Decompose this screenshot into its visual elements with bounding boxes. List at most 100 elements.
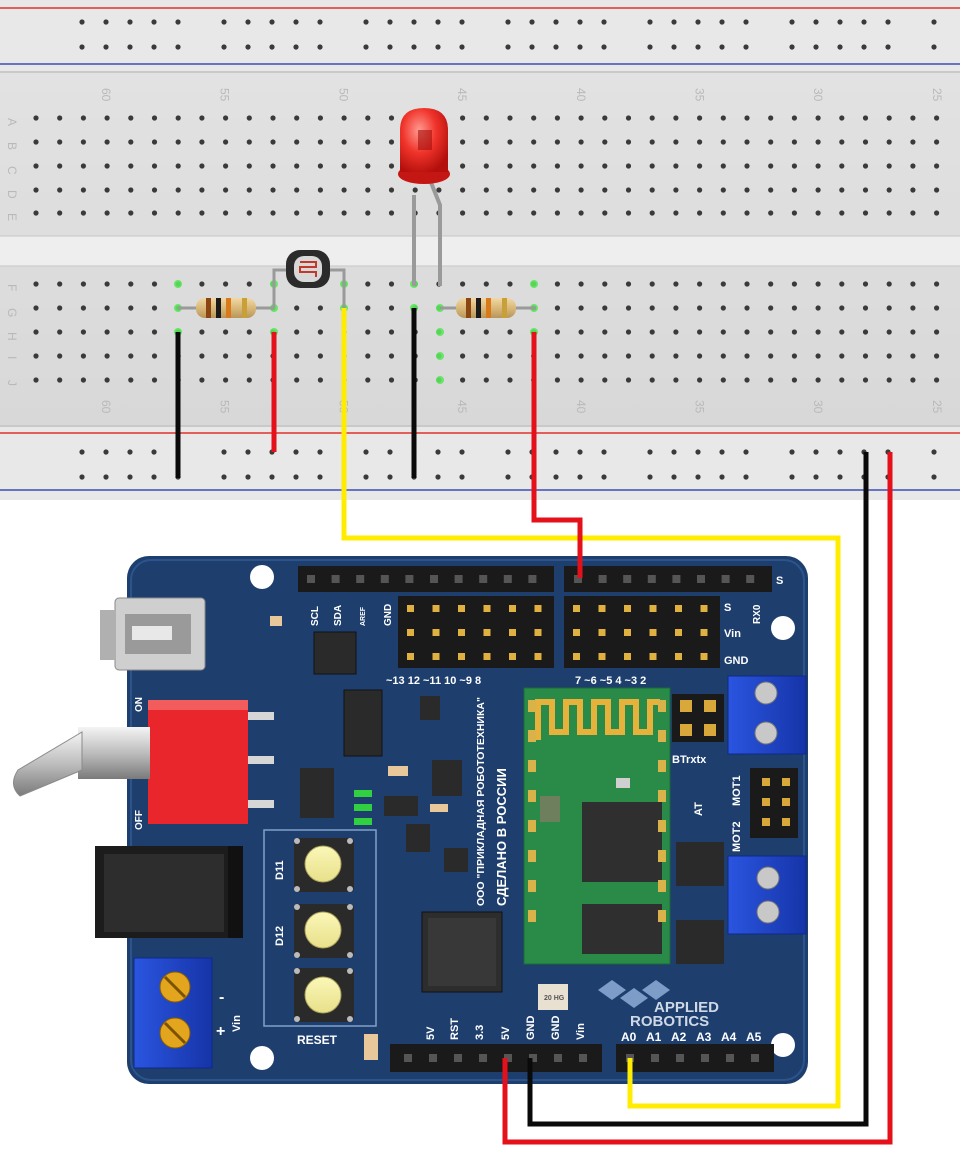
d12-button[interactable] xyxy=(294,904,354,958)
breadboard-hole xyxy=(649,305,655,311)
breadboard-hole xyxy=(673,187,679,193)
breadboard-hole xyxy=(697,210,703,216)
rail-hole xyxy=(505,19,511,25)
breadboard-hole xyxy=(507,210,513,216)
breadboard-hole xyxy=(720,187,726,193)
rail-hole xyxy=(151,44,157,50)
breadboard-hole xyxy=(199,163,205,169)
header-pin xyxy=(405,575,414,583)
breadboard-hole xyxy=(199,353,205,359)
header-pin xyxy=(574,575,582,583)
breadboard-hole xyxy=(839,163,845,169)
analog-pin-label: A5 xyxy=(746,1030,762,1044)
breadboard-hole xyxy=(199,139,205,145)
breadboard-hole xyxy=(246,163,252,169)
rail-hole xyxy=(553,19,559,25)
breadboard-hole xyxy=(128,353,134,359)
breadboard-hole xyxy=(578,305,584,311)
rail-hole xyxy=(103,44,109,50)
header-pin xyxy=(483,653,491,660)
rail-hole xyxy=(363,474,369,480)
breadboard-hole xyxy=(625,377,632,383)
header-pin xyxy=(331,575,340,583)
rail-hole xyxy=(695,449,701,455)
reset-button[interactable] xyxy=(294,968,354,1022)
breadboard-hole xyxy=(862,139,869,145)
breadboard-hole xyxy=(507,187,513,193)
rail-hole xyxy=(245,19,251,25)
breadboard-hole xyxy=(625,281,632,287)
breadboard-hole xyxy=(199,187,205,193)
breadboard-hole xyxy=(33,329,39,335)
breadboard-hole xyxy=(33,187,39,193)
aref-label: AREF xyxy=(360,606,367,626)
breadboard-hole xyxy=(791,139,798,145)
header-pin xyxy=(528,575,537,583)
row-label: J xyxy=(5,380,19,386)
breadboard-hole xyxy=(33,210,39,216)
breadboard-hole xyxy=(104,305,110,311)
breadboard-hole xyxy=(625,353,632,359)
breadboard-hole xyxy=(768,305,774,311)
header-pin xyxy=(598,575,607,583)
d11-button[interactable] xyxy=(294,838,354,892)
rail-hole xyxy=(743,449,749,455)
rx0-label: RX0 xyxy=(752,604,763,624)
power-switch[interactable] xyxy=(13,700,274,824)
rail-hole xyxy=(601,474,607,480)
header-pin xyxy=(651,1054,659,1062)
breadboard-hole xyxy=(578,353,584,359)
breadboard-hole xyxy=(294,305,300,311)
breadboard-hole xyxy=(839,377,845,383)
breadboard-hole xyxy=(317,305,323,311)
row-label: C xyxy=(5,166,19,175)
row-label: F xyxy=(5,284,19,291)
mot2-label: MOT2 xyxy=(731,821,743,852)
breadboard-hole xyxy=(507,377,513,383)
breadboard-hole xyxy=(80,281,86,287)
breadboard-hole xyxy=(246,139,252,145)
breadboard-hole xyxy=(578,329,584,335)
rail-hole xyxy=(435,44,441,50)
column-label: 25 xyxy=(930,400,944,414)
breadboard-hole xyxy=(602,305,608,311)
breadboard-hole xyxy=(768,329,774,335)
breadboard-hole xyxy=(673,281,679,287)
rail-hole xyxy=(363,449,369,455)
breadboard-hole xyxy=(151,353,158,359)
analog-pin-label: A2 xyxy=(671,1030,687,1044)
breadboard-hole xyxy=(483,353,489,359)
breadboard-hole xyxy=(934,139,940,145)
breadboard-hole xyxy=(697,163,703,169)
rail-hole xyxy=(529,19,535,25)
pad xyxy=(528,850,536,862)
row-label: E xyxy=(5,213,19,221)
breadboard-hole xyxy=(768,163,774,169)
breadboard-hole xyxy=(815,187,821,193)
breadboard-hole xyxy=(673,353,679,359)
controller-board: ON OFF - + Vin xyxy=(13,556,808,1084)
breadboard-hole xyxy=(791,281,798,287)
breadboard-hole xyxy=(151,305,158,311)
bottom-power-rail xyxy=(0,426,960,500)
row-label: I xyxy=(5,356,19,359)
rail-hole xyxy=(79,449,85,455)
breadboard-hole xyxy=(815,305,821,311)
breadboard-hole xyxy=(151,281,158,287)
breadboard-hole xyxy=(57,210,63,216)
rail-hole xyxy=(813,474,819,480)
breadboard-hole xyxy=(862,281,869,287)
led-red[interactable] xyxy=(398,108,450,286)
wire-red-5v-board xyxy=(502,452,893,1145)
breadboard-hole xyxy=(602,139,608,145)
breadboard-hole xyxy=(578,187,584,193)
breadboard-hole xyxy=(697,139,703,145)
breadboard-hole xyxy=(246,353,252,359)
breadboard-hole xyxy=(602,353,608,359)
rail-hole xyxy=(411,19,417,25)
rail-hole xyxy=(435,474,441,480)
breadboard-hole xyxy=(128,139,134,145)
breadboard-hole xyxy=(341,187,347,193)
breadboard-hole xyxy=(791,187,798,193)
